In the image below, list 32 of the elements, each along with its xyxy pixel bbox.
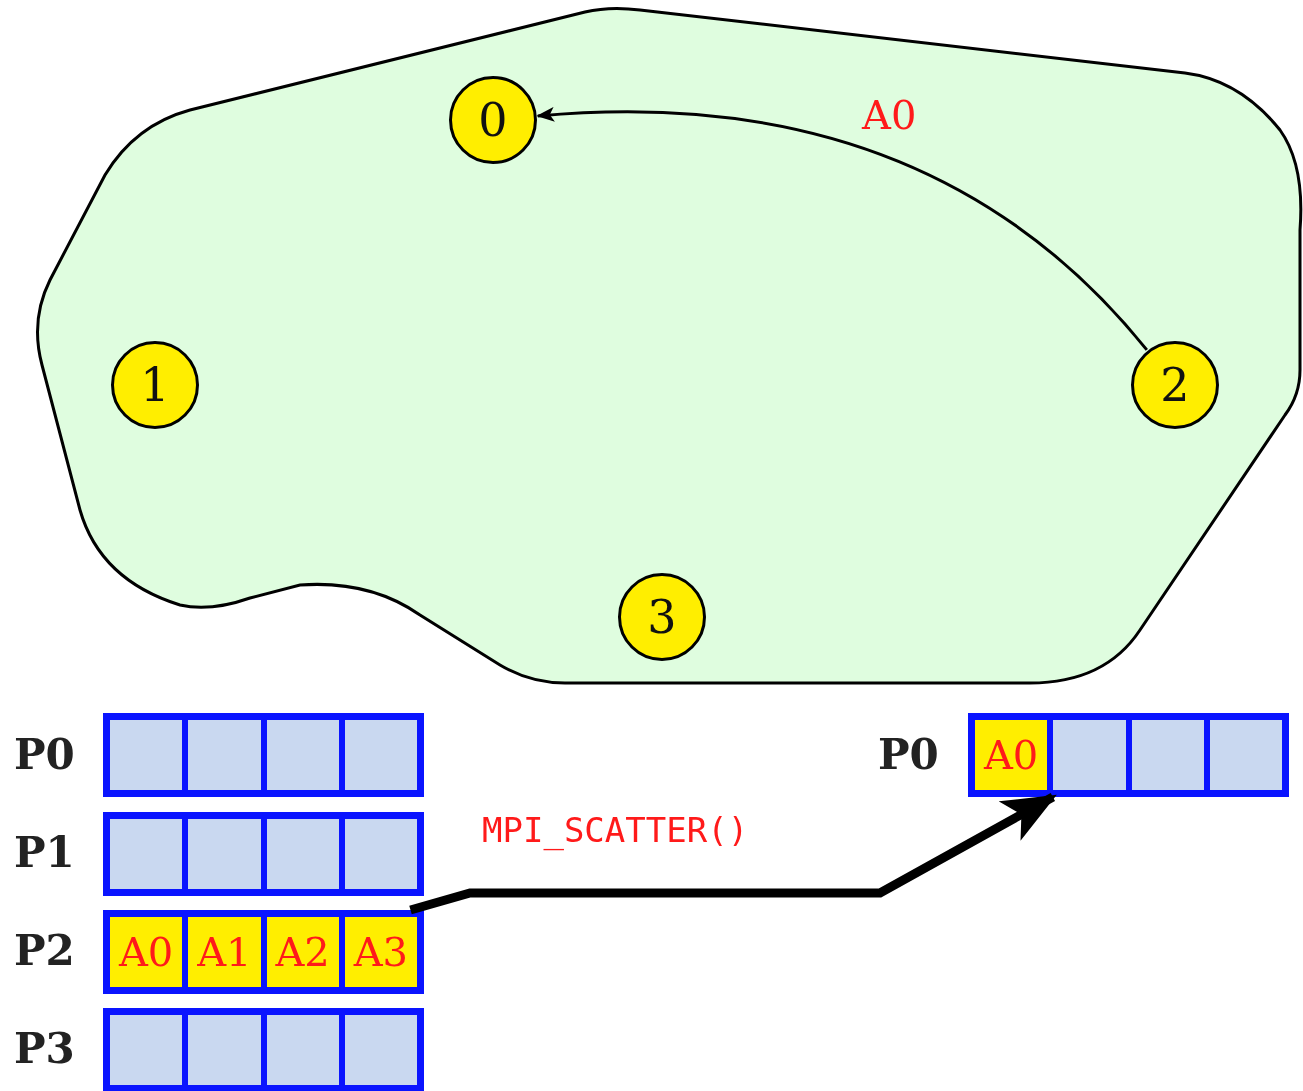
- array-cell: [185, 717, 264, 793]
- row-label: P1: [14, 828, 75, 877]
- array-cell: [107, 816, 186, 892]
- array-cell: [107, 717, 186, 793]
- array-cell: [1206, 717, 1285, 793]
- array-cell: A3: [341, 914, 420, 990]
- array-cell: A0: [107, 914, 186, 990]
- buffer-array: [103, 812, 424, 896]
- array-cell: [1128, 717, 1207, 793]
- array-cell: [185, 816, 264, 892]
- array-cell: [341, 816, 420, 892]
- array-cell: A0: [972, 717, 1051, 793]
- array-cell: [185, 1012, 264, 1088]
- array-cell: [263, 1012, 342, 1088]
- arrow: [409, 793, 1057, 915]
- array-cell: [341, 717, 420, 793]
- array-cell: [1050, 717, 1129, 793]
- buffer-array: [968, 713, 1289, 797]
- row-label: P0: [878, 730, 939, 779]
- buffer-array: [103, 910, 424, 994]
- row-label: P2: [14, 926, 75, 975]
- array-cell: [263, 717, 342, 793]
- buffer-array: [103, 713, 424, 797]
- array-cell: A2: [263, 914, 342, 990]
- array-cell: A1: [185, 914, 264, 990]
- array-cell: [107, 1012, 186, 1088]
- row-label: P3: [14, 1024, 75, 1073]
- array-cell: [341, 1012, 420, 1088]
- array-cell: [263, 816, 342, 892]
- row-label: P0: [14, 730, 75, 779]
- buffer-array: [103, 1008, 424, 1091]
- arrow: [536, 107, 1148, 351]
